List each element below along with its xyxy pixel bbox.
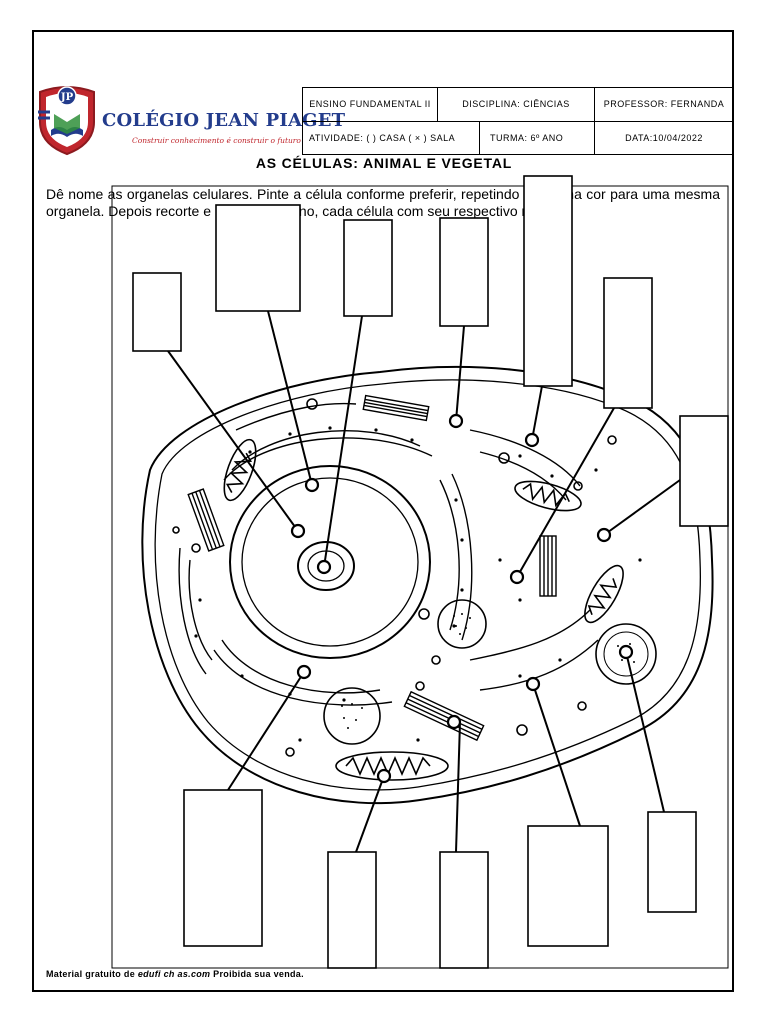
ribosomes xyxy=(194,426,642,742)
cell-membrane xyxy=(141,365,714,805)
class-label: TURMA: 6º ANO xyxy=(479,121,563,154)
nucleus-inner xyxy=(241,477,419,647)
label-boxes xyxy=(132,175,729,969)
page-frame xyxy=(32,30,734,992)
footer-suffix: Proibida sua venda. xyxy=(213,969,304,979)
label-box-12[interactable] xyxy=(183,789,263,947)
school-logo: JP COLÉGIO JEAN PIAGET Construir conheci… xyxy=(34,84,345,156)
date-cell: DATA:10/04/2022 xyxy=(594,120,734,155)
centrioles xyxy=(187,394,557,742)
label-box-9[interactable] xyxy=(527,825,609,947)
label-box-4[interactable] xyxy=(439,217,489,327)
nucleolus xyxy=(297,541,355,591)
label-box-8[interactable] xyxy=(647,811,697,913)
label-box-6[interactable] xyxy=(603,277,653,409)
label-box-1[interactable] xyxy=(132,272,182,352)
header-info-table: ENSINO FUNDAMENTAL II DISCIPLINA: CIÊNCI… xyxy=(302,87,734,155)
svg-text:JP: JP xyxy=(60,92,74,103)
teacher-cell: PROFESSOR: FERNANDA xyxy=(594,87,734,122)
school-crest-icon: JP xyxy=(38,86,95,156)
endoplasmic-reticulum xyxy=(178,402,599,706)
label-box-3[interactable] xyxy=(343,219,393,317)
page-title: AS CÉLULAS: ANIMAL E VEGETAL xyxy=(255,155,513,171)
nuclear-envelope xyxy=(229,465,431,659)
activity-label: ATIVIDADE: ( ) CASA ( × ) SALA xyxy=(309,132,456,143)
pointer-markers xyxy=(290,413,634,784)
label-box-11[interactable] xyxy=(327,851,377,969)
footer-site: edufi ch as.com xyxy=(137,969,211,979)
school-slogan: Construir conhecimento é construir o fut… xyxy=(132,136,301,145)
footer-prefix: Material gratuito de xyxy=(46,969,136,979)
leader-lines xyxy=(167,310,681,853)
label-box-5[interactable] xyxy=(523,175,573,387)
footer-note: Material gratuito de edufi ch as.com Pro… xyxy=(46,969,304,979)
activity-cell: ATIVIDADE: ( ) CASA ( × ) SALA TURMA: 6º… xyxy=(302,120,595,155)
label-box-10[interactable] xyxy=(439,851,489,969)
vesicles xyxy=(172,398,657,757)
cell-membrane-inner xyxy=(154,379,702,791)
diagram-frame xyxy=(111,185,729,969)
label-box-2[interactable] xyxy=(215,204,301,312)
school-name: COLÉGIO JEAN PIAGET xyxy=(102,110,346,131)
label-box-7[interactable] xyxy=(679,415,729,527)
vesicle-granules xyxy=(341,613,635,729)
